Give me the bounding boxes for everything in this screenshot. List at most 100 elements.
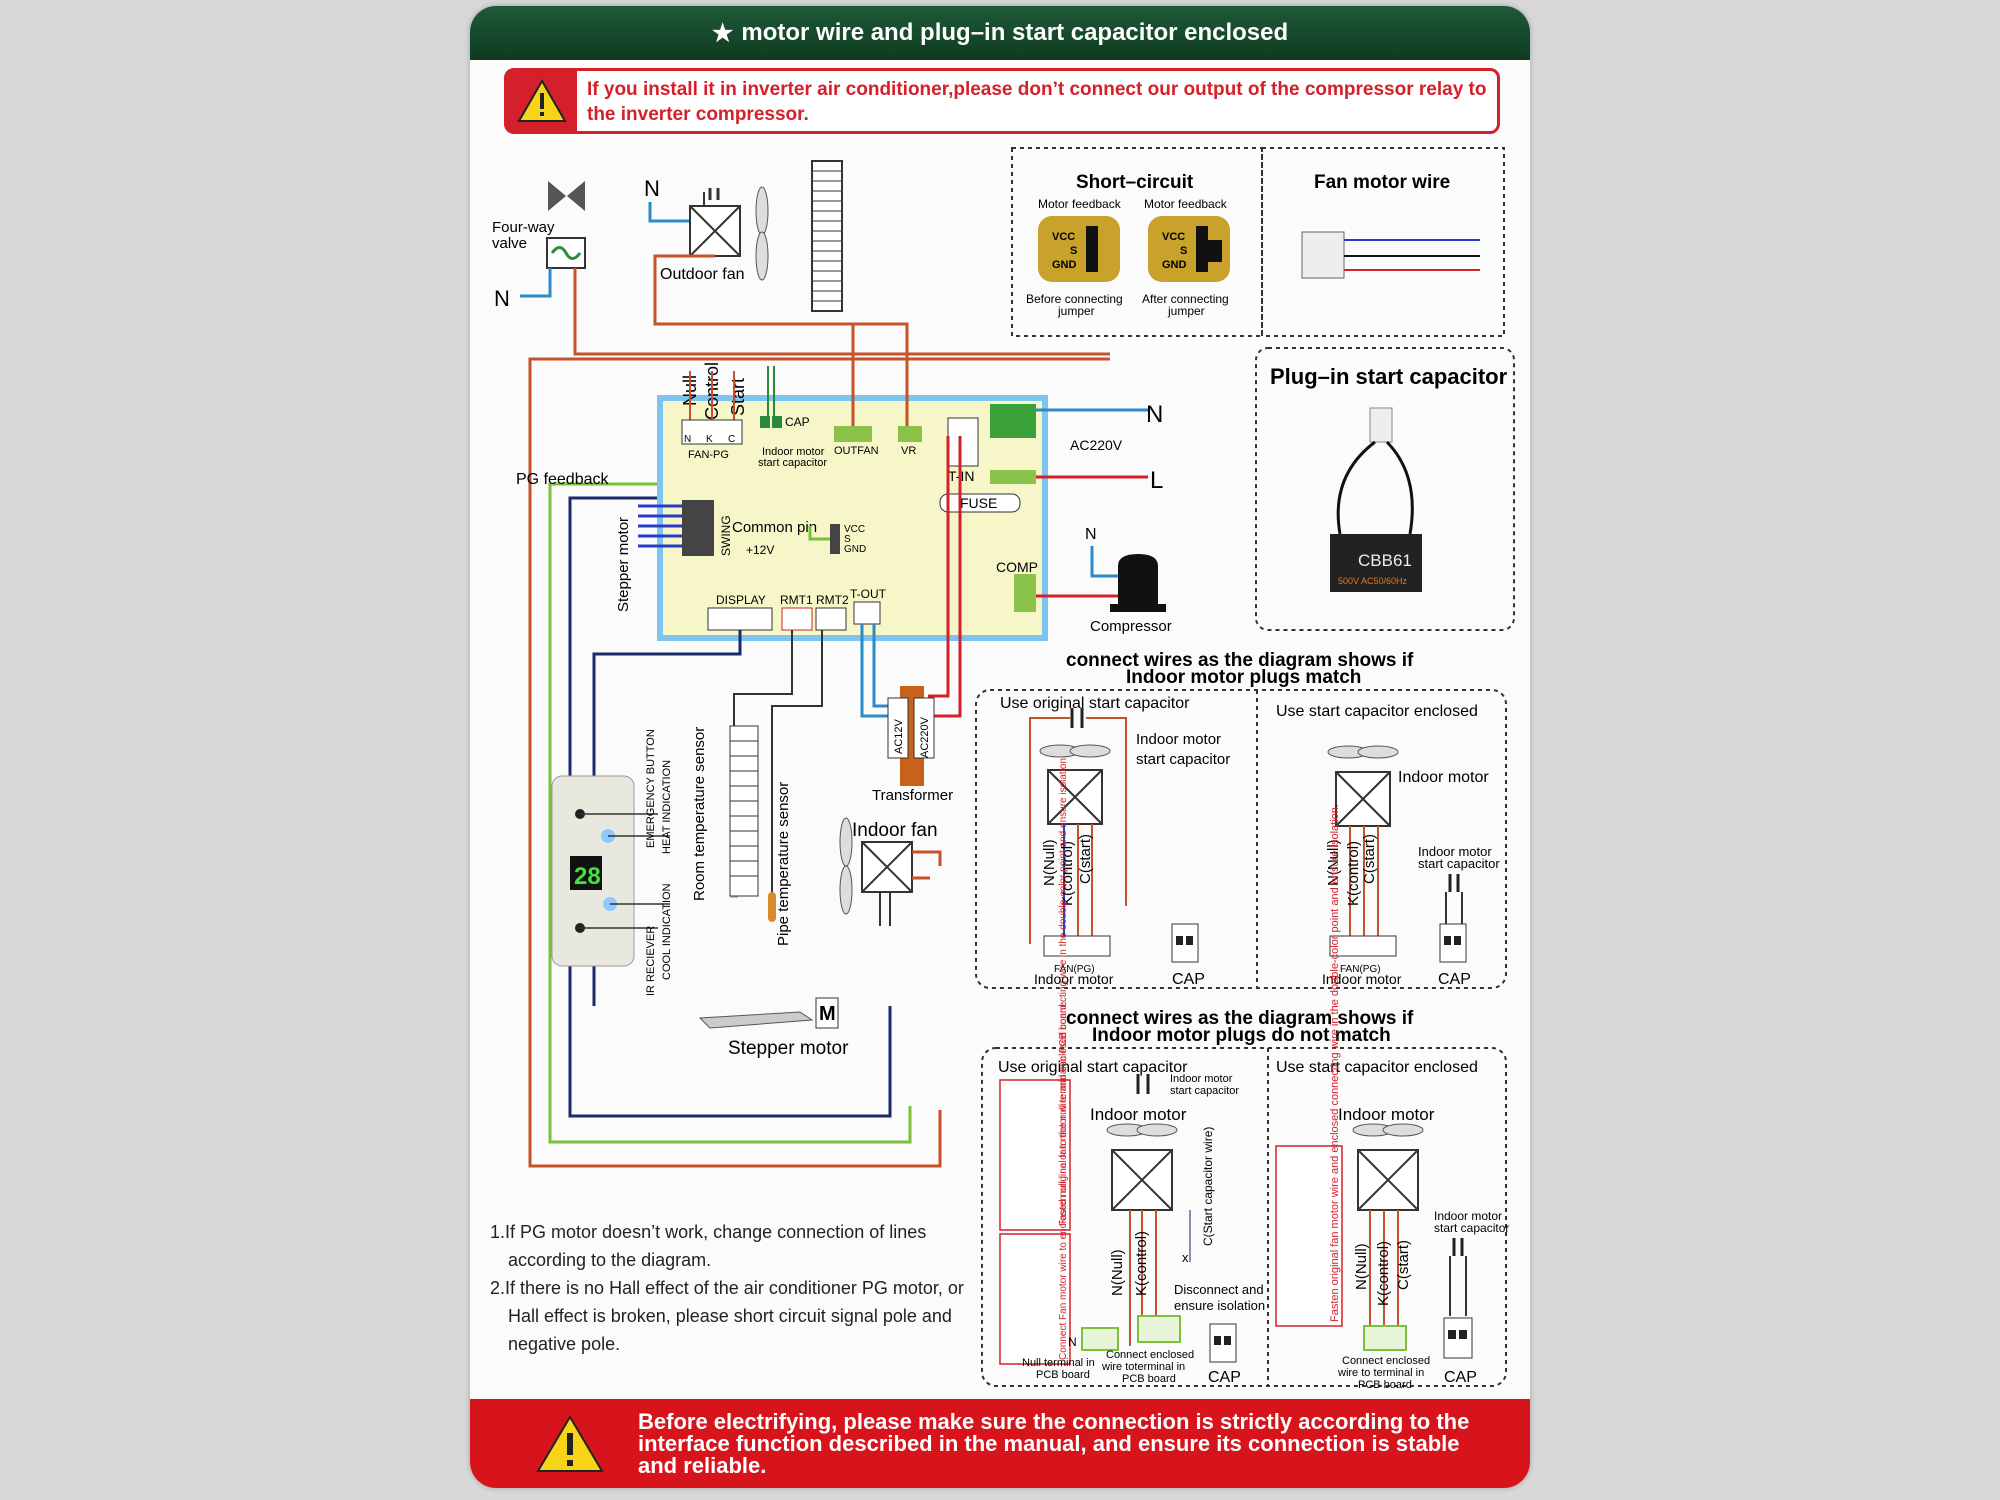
cap-terminal: [760, 416, 770, 428]
nomatch-disconnect-label-1: Disconnect and: [1174, 1282, 1264, 1297]
jumper-after: [1148, 216, 1230, 282]
ac12v-label: AC12V: [893, 718, 905, 754]
svg-text:S: S: [844, 534, 851, 545]
nomatch-left-n-null: N(Null): [1109, 1249, 1126, 1296]
short-circuit-title: Short–circuit: [1076, 172, 1194, 193]
svg-text:S: S: [1180, 245, 1187, 257]
match-left-n-null: N(Null): [1041, 839, 1058, 886]
match-title-1: connect wires as the diagram shows if: [1066, 650, 1414, 671]
cap-rating: 500V AC50/60Hz: [1338, 576, 1408, 586]
rmt2-label: RMT2: [816, 593, 849, 607]
nomatch-right-c-start: C(start): [1395, 1240, 1412, 1290]
notes: 1.If PG motor doesn’t work, change conne…: [490, 1218, 970, 1358]
compressor: [1118, 554, 1158, 606]
outfan-terminal: [834, 426, 872, 442]
rmt1-label: RMT1: [780, 593, 813, 607]
valve-label: valve: [492, 235, 527, 252]
display-value: 28: [574, 863, 601, 890]
evaporator-coil: [729, 725, 759, 897]
ac-l-terminal: [990, 470, 1036, 484]
wire-pipe-sensor: [771, 630, 823, 894]
bottom-warning-text: Before electrifying, please make sure th…: [638, 1409, 1470, 1478]
nomatch-left-null-terminal: [1081, 1327, 1119, 1351]
t-out-connector: [853, 601, 881, 625]
stepper-motor-icon: [815, 997, 839, 1029]
cap-label: CAP: [785, 415, 810, 429]
t-out-label: T-OUT: [850, 587, 887, 601]
header-bar: ★ motor wire and plug–in start capacitor…: [470, 6, 1530, 60]
n-label-supply: N: [1146, 401, 1163, 428]
nomatch-right-k-control: K(control): [1375, 1241, 1392, 1306]
nomatch-right-connector: [1363, 1325, 1407, 1351]
svg-text:S: S: [1070, 245, 1077, 257]
match-right-cap-label-2: start capacitor: [1418, 856, 1500, 871]
nomatch-left-cap-terminal: [1209, 1323, 1237, 1363]
nomatch-connect-note: Connect Fan motor wire to enclosed null …: [1058, 1001, 1069, 1360]
display-connector: [707, 607, 773, 631]
match-left-cap-label-1: Indoor motor: [1136, 731, 1221, 748]
connect-enclosed-label-2: wire toterminal in: [1101, 1361, 1185, 1373]
wire-ac220v-t: [928, 436, 950, 698]
nomatch-fasten-note: Fasten original fan motor wire and enclo…: [1058, 755, 1069, 1226]
jumper-before: [1038, 216, 1120, 282]
pg-connector: [830, 524, 840, 554]
comp-label: COMP: [996, 559, 1038, 575]
nomatch-panel: [981, 1047, 1507, 1387]
match-right-n-null: N(Null): [1325, 839, 1342, 886]
wiring-diagram: Four-way valve N N Outdoor fan Null Cont…: [492, 147, 1515, 1391]
svg-text:K: K: [706, 434, 713, 445]
cbb61-capacitor: [1330, 534, 1422, 592]
swing-connector: [682, 500, 714, 556]
ir-label: IR RECIEVER: [645, 926, 657, 996]
motor-m-label: M: [819, 1003, 836, 1025]
star-icon: ★: [711, 19, 734, 47]
t-in-connector: [947, 417, 979, 467]
short-circuit-panel: [1011, 147, 1263, 337]
nomatch-right-indoor-motor: Indoor motor: [1338, 1105, 1435, 1124]
match-right-cap-terminal: [1439, 923, 1467, 963]
match-title-2: Indoor motor plugs match: [1126, 667, 1361, 688]
match-right-c-start: C(start): [1361, 834, 1378, 884]
common-pin-label: Common pin: [732, 519, 817, 536]
match-right-fanpg-label: FAN(PG): [1340, 964, 1381, 975]
start-label: Start: [728, 378, 748, 416]
nomatch-left-connector: [1137, 1315, 1181, 1343]
wire-stepper: [568, 496, 892, 1118]
fan-wire-plug: [1301, 231, 1345, 279]
svg-text:GND: GND: [1052, 259, 1077, 271]
match-left-title: Use original start capacitor: [1000, 695, 1190, 712]
match-right-cap-label-1: Indoor motor: [1418, 844, 1492, 859]
louver: [698, 1011, 814, 1029]
stepper-motor-label-vertical: Stepper motor: [615, 517, 632, 612]
nomatch-right-cap-label-1: Indoor motor: [1434, 1209, 1502, 1223]
inverter-warning: If you install it in inverter air condit…: [504, 68, 1500, 134]
plugin-cap-title: Plug–in start capacitor: [1270, 364, 1508, 389]
svg-text:GND: GND: [1162, 259, 1187, 271]
outdoor-fan-blade: [755, 186, 769, 236]
cap-plug: [1369, 407, 1393, 443]
nomatch-left-cap: CAP: [1208, 1369, 1241, 1386]
svg-text:GND: GND: [844, 544, 866, 555]
transformer-label: Transformer: [872, 787, 953, 804]
comp-terminal: [1014, 574, 1036, 612]
cool-label: COOL INDICATION: [661, 883, 673, 980]
motor-feedback-label-2: Motor feedback: [1144, 197, 1228, 211]
nomatch-right-connect-label-2: wire to terminal in: [1337, 1367, 1424, 1379]
heat-label: HEAT INDICATION: [661, 760, 673, 854]
fan-motor-wire-title: Fan motor wire: [1314, 172, 1450, 193]
before-label-2: jumper: [1057, 304, 1095, 318]
match-right-fanpg: [1329, 935, 1397, 957]
rmt1-connector: [781, 607, 813, 631]
n-label-fan: N: [644, 176, 660, 201]
before-label-1: Before connecting: [1026, 292, 1123, 306]
room-sensor-label: Room temperature sensor: [691, 727, 708, 901]
n-label-valve: N: [494, 286, 510, 311]
null-terminal-label-1: Null terminal in: [1022, 1357, 1095, 1369]
nomatch-left-indoor-motor: Indoor motor: [1090, 1105, 1187, 1124]
display-label: DISPLAY: [716, 593, 766, 607]
stepper-motor-label: Stepper motor: [728, 1038, 849, 1059]
outdoor-fan-label: Outdoor fan: [660, 266, 745, 283]
pg-feedback-label: PG feedback: [516, 471, 610, 488]
wire-vr: [827, 322, 909, 429]
nomatch-left-k-control: K(control): [1133, 1231, 1150, 1296]
